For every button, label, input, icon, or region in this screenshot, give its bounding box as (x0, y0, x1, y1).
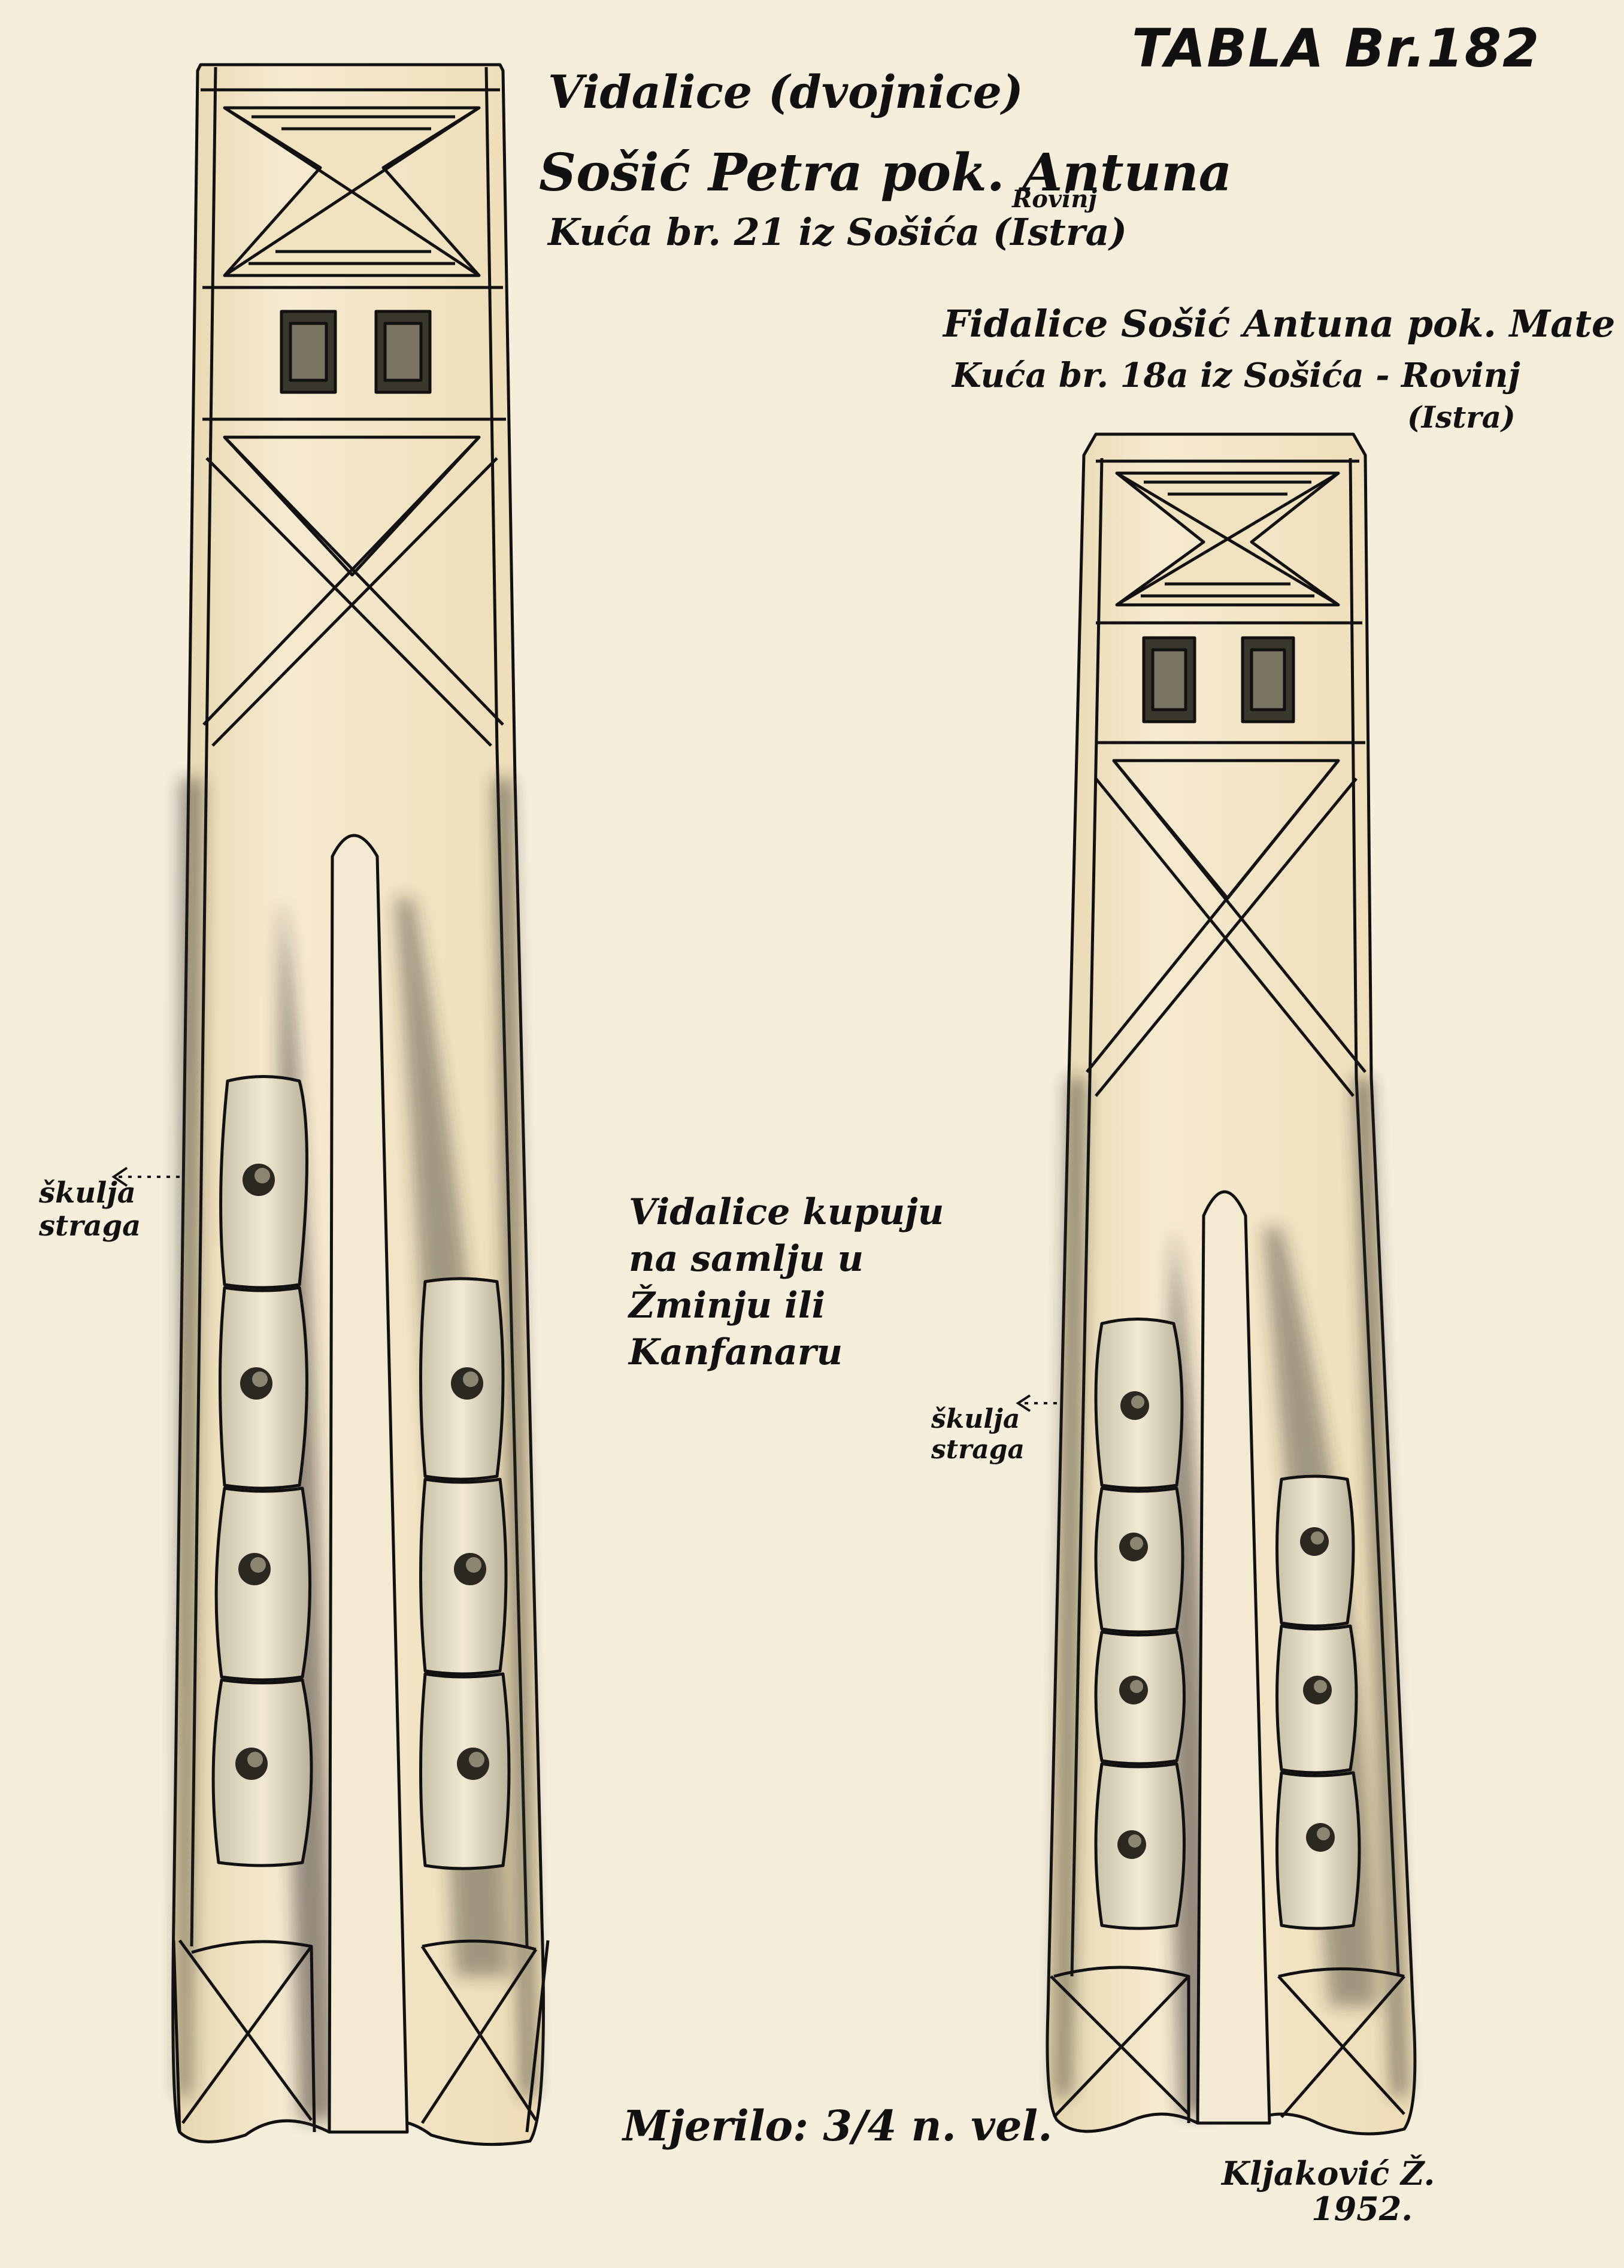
note-line: Žminju ili (629, 1285, 826, 1327)
right-title: Fidalice Sošić Antuna pok. Mate (943, 302, 1616, 346)
note-line: Vidalice kupuju (629, 1191, 944, 1233)
right-square-holes (1142, 636, 1295, 723)
signature: Kljaković Ž. 1952. (1222, 2154, 1435, 2228)
purchase-note: Vidalice kupuju na samlju u Žminju ili K… (629, 1189, 944, 1376)
left-instrument (171, 63, 550, 2146)
right-region: (Istra) (1407, 399, 1516, 435)
plate-label: TABLA Br.182 (1132, 17, 1541, 79)
right-center-ridge (1196, 1190, 1271, 2125)
right-finger-holes (1117, 1391, 1335, 1859)
left-square-holes (280, 310, 432, 394)
note-line: straga (39, 1209, 141, 1243)
note-line: straga (931, 1434, 1025, 1465)
right-instrument (1046, 432, 1417, 2136)
left-center-ridge (328, 834, 409, 2134)
right-lower-cross (1086, 759, 1367, 1097)
left-house: Kuća br. 21 iz Sošića (Istra) (548, 210, 1127, 254)
left-edge-line (190, 66, 217, 1947)
left-leader-arrowhead (111, 1167, 128, 1187)
right-back-hole-note: škulja straga (931, 1404, 1025, 1465)
left-bottom-cross (172, 1939, 550, 2133)
left-top-cross (223, 106, 481, 277)
left-owner: Sošić Petra pok. Antuna (539, 143, 1232, 203)
right-house: Kuća br. 18a iz Sošića - Rovinj (952, 356, 1520, 395)
note-line: Kanfanaru (629, 1331, 843, 1373)
signature-name: Kljaković Ž. (1222, 2154, 1435, 2193)
note-line: na samlju u (629, 1238, 864, 1280)
scale-note: Mjerilo: 3/4 n. vel. (623, 2101, 1053, 2151)
note-line: škulja (931, 1404, 1020, 1434)
left-title: Vidalice (dvojnice) (548, 65, 1023, 119)
left-place-note: Rovinj (1012, 185, 1097, 213)
left-back-hole-note: škulja straga (39, 1176, 141, 1243)
right-top-cross (1115, 471, 1340, 607)
left-finger-holes (235, 1164, 489, 1780)
right-leader-arrowhead (1016, 1394, 1031, 1412)
left-lower-cross (202, 435, 504, 747)
note-line: škulja (39, 1176, 136, 1210)
signature-year: 1952. (1311, 2190, 1413, 2228)
right-bottom-cross (1050, 1966, 1405, 2123)
annotation-arrows (111, 1167, 1057, 1412)
